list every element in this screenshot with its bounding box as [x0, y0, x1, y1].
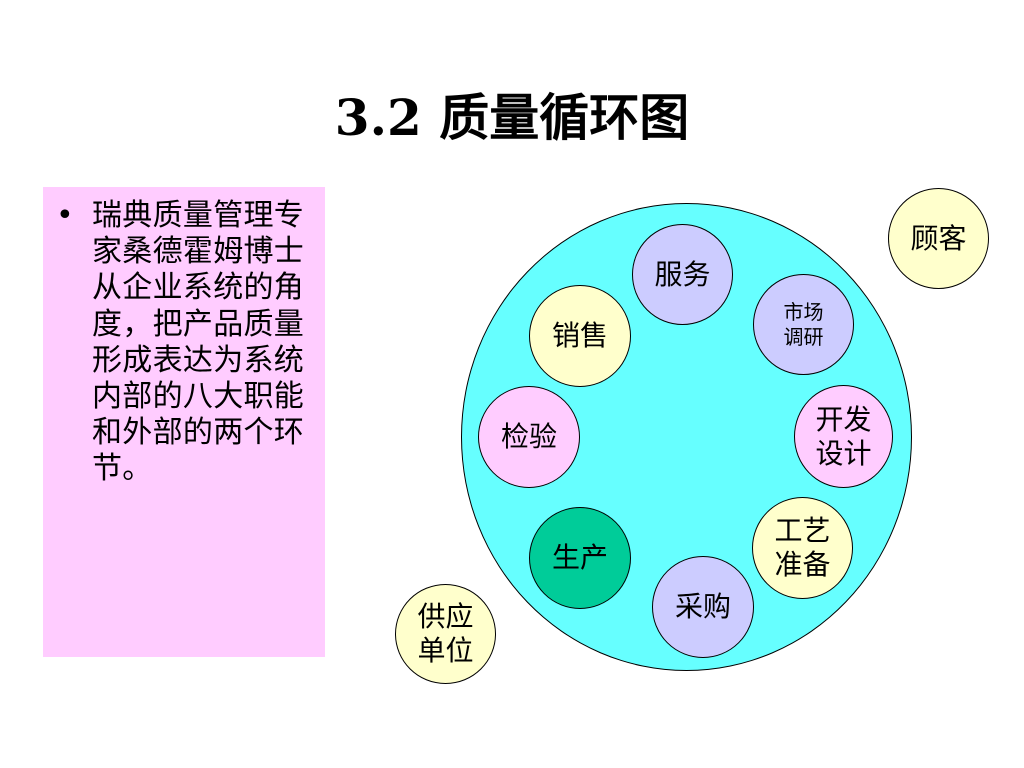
node-supplier: 供应 单位 [395, 584, 496, 684]
node-purchase: 采购 [652, 556, 754, 658]
node-customer: 顾客 [888, 188, 989, 289]
node-service: 服务 [632, 224, 733, 325]
bullet-marker: • [56, 198, 74, 233]
node-market-research: 市场 调研 [753, 274, 854, 375]
node-process-prep: 工艺 准备 [752, 497, 853, 599]
node-sales: 销售 [529, 285, 631, 387]
node-inspection: 检验 [478, 386, 580, 488]
node-production: 生产 [529, 507, 631, 609]
description-box: • 瑞典质量管理专家桑德霍姆博士从企业系统的角度，把产品质量形成表达为系统内部的… [43, 187, 325, 657]
node-design: 开发 设计 [794, 385, 893, 488]
description-text: 瑞典质量管理专家桑德霍姆博士从企业系统的角度，把产品质量形成表达为系统内部的八大… [92, 198, 305, 487]
slide-title: 3.2 质量循环图 [334, 88, 690, 147]
